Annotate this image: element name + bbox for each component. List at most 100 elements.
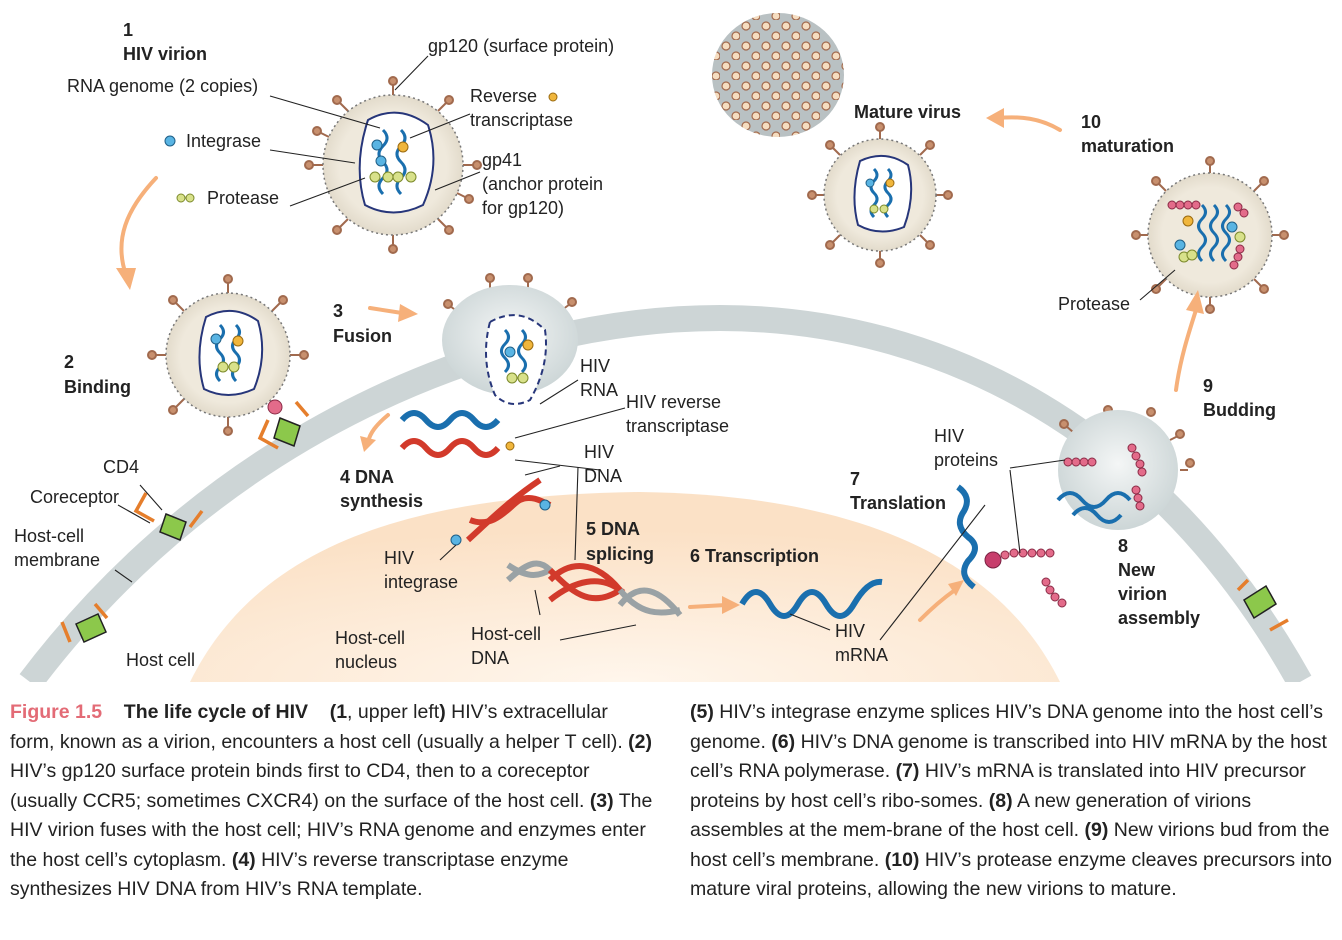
label-nucleus-1: Host-cell [335, 628, 405, 648]
caption-text: HIV’s reverse transcriptase enzyme synth… [10, 848, 569, 901]
arrow-to-7 [918, 588, 957, 622]
caption-marker: (4) [231, 848, 256, 871]
arrow-to-9 [1174, 308, 1198, 392]
label-membrane-2: membrane [14, 550, 100, 570]
virion-mature-1 [304, 76, 482, 254]
step4-line1: 4 DNA [340, 467, 394, 487]
caption-text: A new generation of virions assembles at… [690, 789, 1252, 842]
virion-binding [147, 274, 309, 436]
step8-line2: virion [1118, 584, 1167, 604]
virion-immature [1131, 156, 1289, 314]
label-host-dna-1: Host-cell [471, 624, 541, 644]
receptor-bound [257, 400, 310, 450]
label-mrna-1: HIV [835, 621, 865, 641]
virion-assembly-bud [1056, 405, 1195, 530]
label-hiv-dna-2: DNA [584, 466, 622, 486]
step10-title: maturation [1081, 136, 1174, 156]
step9-title: Budding [1203, 400, 1276, 420]
step5-line1: 5 DNA [586, 519, 640, 539]
step8-line3: assembly [1118, 608, 1200, 628]
label-integrase: Integrase [186, 131, 261, 151]
caption-marker: (7) [895, 760, 920, 782]
step4-line2: synthesis [340, 491, 423, 511]
step8-number: 8 [1118, 536, 1128, 556]
caption-text: HIV’s extracellular form, known as a vir… [10, 701, 629, 753]
reverse-transcriptase-enzyme [505, 441, 515, 451]
translation-ribosome [956, 484, 1067, 608]
label-protease-2: Protease [1058, 294, 1130, 314]
step7-title: Translation [850, 493, 946, 513]
label-membrane-1: Host-cell [14, 526, 84, 546]
step10-number: 10 [1081, 112, 1101, 132]
step7-number: 7 [850, 469, 860, 489]
label-mature-virus: Mature virus [854, 102, 961, 122]
step1-title: HIV virion [123, 44, 207, 64]
receptor-cd4-2 [60, 602, 109, 643]
step2-number: 2 [64, 352, 74, 372]
hiv-dna-strand-new [399, 438, 501, 458]
hiv-mrna [739, 578, 883, 619]
hiv-rna-strand [399, 410, 501, 430]
label-hiv-integrase-1: HIV [384, 548, 414, 568]
arrow-1-to-2 [119, 176, 158, 277]
host-cell-nucleus [190, 492, 1060, 682]
caption-marker: (8) [988, 789, 1013, 812]
caption-marker: (6) [771, 730, 796, 753]
arrow-to-3 [368, 306, 404, 315]
label-reverse-1: Reverse [470, 86, 537, 106]
caption-text: HIV’s protease enzyme cleaves precursors… [690, 848, 1332, 901]
caption-right-column: (5) HIV’s integrase enzyme splices HIV’s… [690, 698, 1332, 905]
caption-marker: (5) [690, 701, 714, 723]
step5-line2: splicing [586, 544, 654, 564]
label-gp41-2: (anchor protein [482, 174, 603, 194]
caption-marker: ) [439, 701, 446, 723]
caption-marker: (3) [589, 789, 614, 812]
label-gp41-1: gp41 [482, 150, 522, 170]
step3-title: Fusion [333, 326, 392, 346]
label-hiv-rna-2: RNA [580, 380, 618, 400]
label-hiv-integrase-2: integrase [384, 572, 458, 592]
caption-text: HIV’s DNA genome is transcribed into HIV… [690, 730, 1327, 783]
label-hiv-dna-1: HIV [584, 442, 614, 462]
caption-text: HIV’s mRNA is translated into HIV precur… [690, 760, 1306, 812]
step8-line1: New [1118, 560, 1156, 580]
caption-marker: (9) [1084, 819, 1109, 841]
figure-title: The life cycle of HIV [123, 701, 309, 723]
label-gp120: gp120 (surface protein) [428, 36, 614, 56]
label-host-cell: Host cell [126, 650, 195, 670]
caption-text: HIV’s gp120 surface protein binds first … [10, 760, 590, 812]
label-reverse-2: transcriptase [470, 110, 573, 130]
receptor-cd4-3 [1236, 578, 1289, 632]
label-hiv-rt-1: HIV reverse [626, 392, 721, 412]
figure-number: Figure 1.5 [10, 701, 103, 723]
caption-marker: (10) [884, 848, 920, 871]
virion-mature-2 [807, 122, 953, 268]
label-nucleus-2: nucleus [335, 652, 397, 672]
arrow-to-6 [688, 603, 728, 609]
label-host-dna-2: DNA [471, 648, 509, 668]
caption-text: HIV’s integrase enzyme splices HIV’s DNA… [690, 701, 1323, 753]
label-protease: Protease [207, 188, 279, 208]
arrow-to-4 [366, 413, 390, 444]
caption-text: The HIV virion fuses with the host cell;… [10, 789, 653, 871]
arrow-10-maturation [996, 115, 1062, 132]
step1-number: 1 [123, 20, 133, 40]
figure-caption: Figure 1.5 The life cycle of HIV (1, upp… [10, 698, 1332, 938]
caption-left-column: Figure 1.5 The life cycle of HIV (1, upp… [10, 698, 656, 905]
label-cd4: CD4 [103, 457, 139, 477]
step2-title: Binding [64, 377, 131, 397]
receptor-cd4-1 [133, 492, 204, 541]
label-proteins-1: HIV [934, 426, 964, 446]
caption-text: , upper left [347, 701, 440, 723]
host-dna-spliced [505, 560, 683, 617]
hiv-dna-helix [450, 477, 552, 546]
label-coreceptor: Coreceptor [30, 487, 119, 507]
step9-number: 9 [1203, 376, 1213, 396]
virion-fusion [442, 273, 578, 405]
label-hiv-rt-2: transcriptase [626, 416, 729, 436]
label-hiv-rna-1: HIV [580, 356, 610, 376]
hiv-life-cycle-diagram: 1 HIV virion gp120 (surface protein) RNA… [14, 13, 1312, 682]
label-proteins-2: proteins [934, 450, 998, 470]
step3-number: 3 [333, 301, 343, 321]
caption-text: New virions bud from the host cell’s mem… [690, 819, 1330, 871]
